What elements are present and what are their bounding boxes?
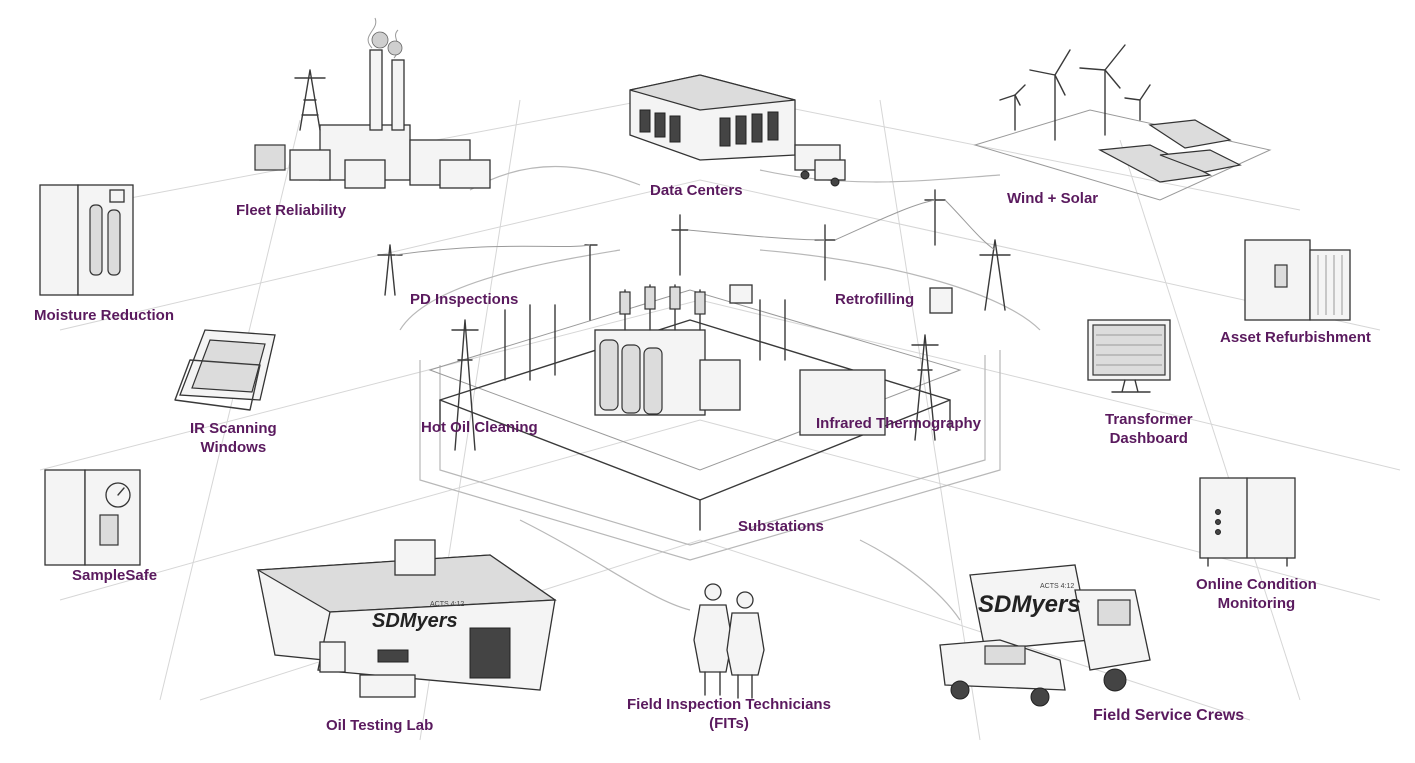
label-online-condition-monitoring[interactable]: Online Condition Monitoring	[1196, 575, 1317, 613]
moisture-cabinet-icon	[39, 184, 134, 296]
data-center-icon	[629, 74, 846, 187]
label-samplesafe[interactable]: SampleSafe	[72, 567, 158, 584]
label-data-centers[interactable]: Data Centers	[650, 182, 743, 199]
label-asset-refurbishment[interactable]: Asset Refurbishment	[1220, 329, 1371, 346]
wind-solar-icon	[973, 44, 1272, 201]
transformer-dashboard-line1: Transformer	[1105, 411, 1193, 428]
lab-logo-text: SDMyers	[372, 610, 458, 632]
transformer-dashboard-line2: Dashboard	[1109, 430, 1188, 447]
field-inspection-line2: (FITs)	[709, 715, 749, 732]
dashboard-monitor-icon	[1087, 319, 1171, 393]
label-oil-testing-lab[interactable]: Oil Testing Lab	[326, 717, 434, 734]
label-moisture-reduction[interactable]: Moisture Reduction	[34, 307, 175, 324]
oil-testing-lab-icon: SDMyers ACTS 4:12	[256, 539, 557, 698]
ir-window-icon	[174, 329, 276, 411]
label-retrofilling[interactable]: Retrofilling	[835, 291, 915, 308]
label-field-inspection-technicians[interactable]: Field Inspection Technicians (FITs)	[627, 695, 831, 733]
field-inspection-line1: Field Inspection Technicians	[627, 696, 831, 713]
truck-logo-tagline: ACTS 4:12	[1040, 583, 1074, 590]
label-hot-oil-cleaning[interactable]: Hot Oil Cleaning	[421, 419, 538, 436]
label-substations[interactable]: Substations	[738, 518, 824, 535]
samplesafe-cabinet-icon	[44, 469, 141, 566]
label-infrared-thermography[interactable]: Infrared Thermography	[816, 415, 982, 432]
lab-logo-tagline: ACTS 4:12	[430, 601, 464, 608]
refurbished-transformer-icon	[1244, 239, 1351, 321]
online-condition-line2: Monitoring	[1217, 595, 1296, 612]
roads	[399, 165, 1041, 621]
truck-logo-text: SDMyers	[978, 591, 1081, 618]
ir-scanning-line2: Windows	[200, 439, 267, 456]
online-condition-line1: Online Condition	[1196, 576, 1317, 593]
power-plant-icon	[254, 17, 491, 189]
label-wind-solar[interactable]: Wind + Solar	[1007, 190, 1099, 207]
field-technicians-icon	[693, 583, 765, 699]
ir-scanning-line1: IR Scanning	[190, 420, 277, 437]
monitoring-cabinet-icon	[1199, 477, 1296, 567]
label-field-service-crews[interactable]: Field Service Crews	[1093, 707, 1245, 724]
label-transformer-dashboard[interactable]: Transformer Dashboard	[1105, 410, 1193, 448]
substation-icon	[377, 189, 1011, 531]
field-service-trucks-icon: SDMyers ACTS 4:12	[939, 564, 1151, 707]
label-pd-inspections[interactable]: PD Inspections	[410, 291, 519, 308]
label-fleet-reliability[interactable]: Fleet Reliability	[236, 202, 347, 219]
label-ir-scanning-windows[interactable]: IR Scanning Windows	[190, 419, 277, 457]
